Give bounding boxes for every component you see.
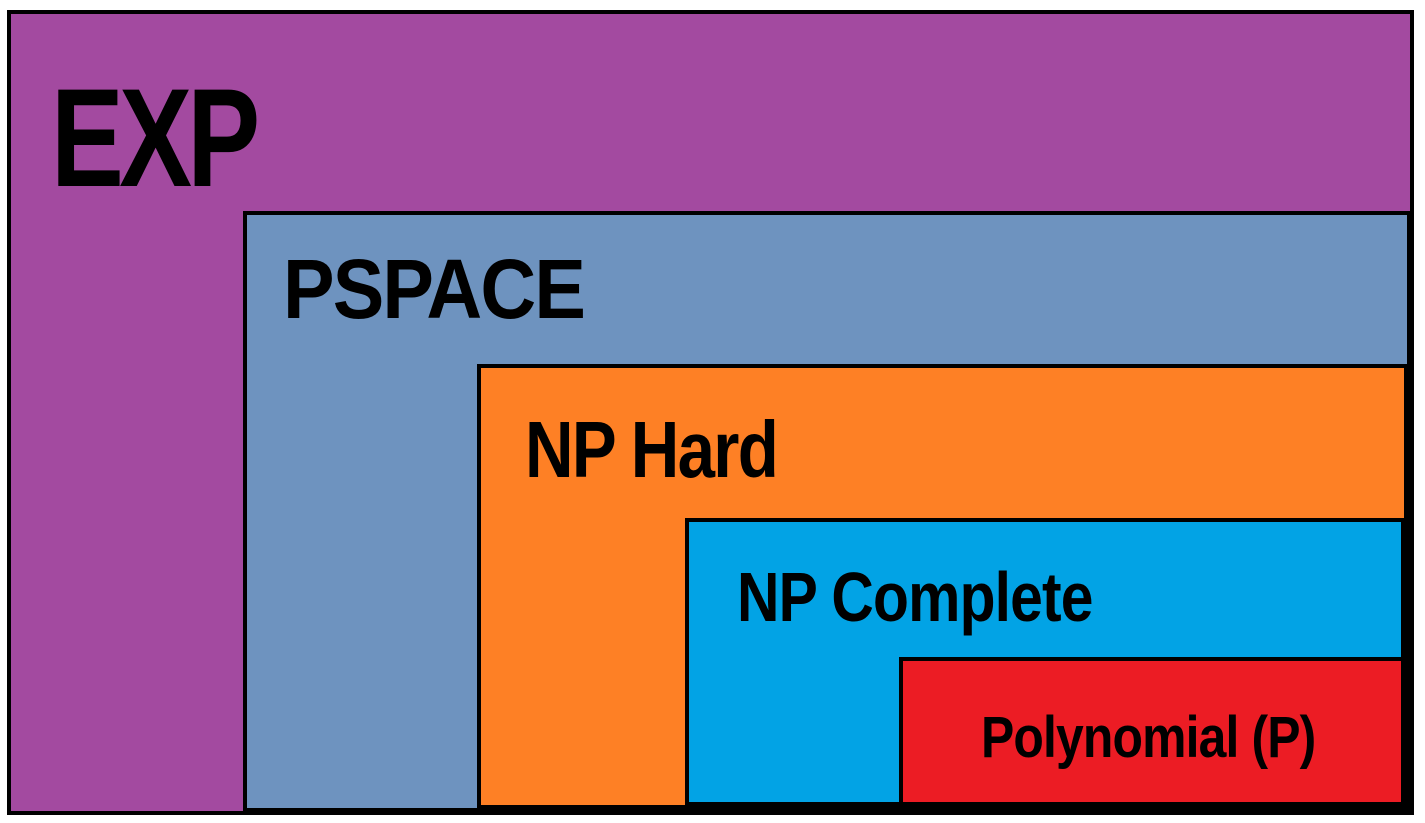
pspace-label: PSPACE: [283, 242, 586, 336]
exp-label: EXP: [51, 59, 260, 216]
np-hard-label: NP Hard: [525, 405, 779, 494]
polynomial-label: Polynomial (P): [981, 705, 1316, 770]
np-complete-label: NP Complete: [737, 558, 1093, 636]
polynomial-region: Polynomial (P): [899, 657, 1405, 806]
